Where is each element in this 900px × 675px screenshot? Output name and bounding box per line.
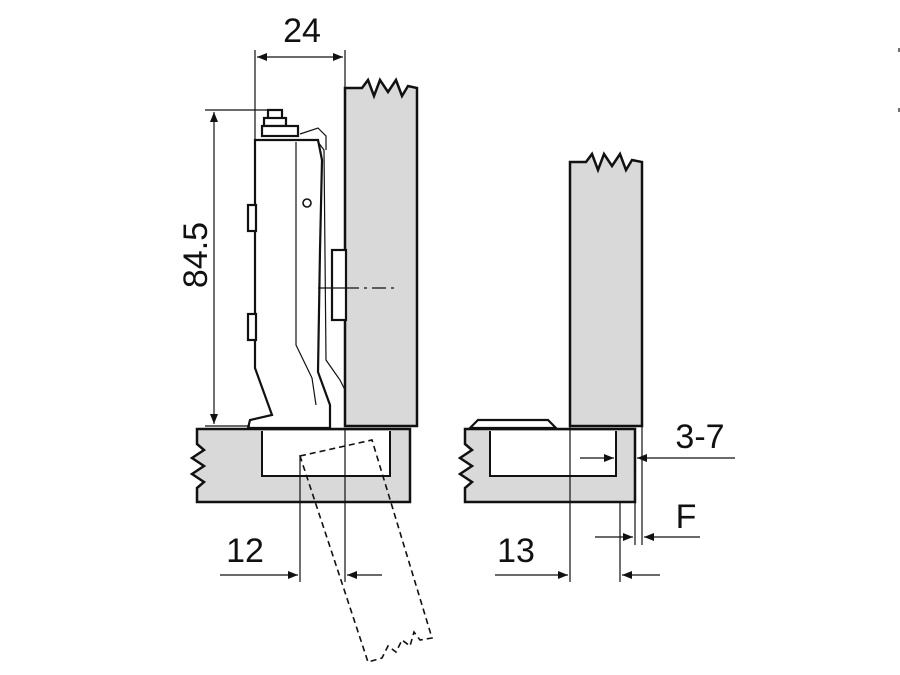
dim-12-label: 12 — [226, 532, 264, 570]
left-door-panel — [343, 77, 419, 428]
left-mounting-plate — [330, 248, 348, 322]
dim-f-label: F — [676, 498, 697, 536]
right-hinge-plate — [467, 418, 559, 430]
left-view: 24 84.5 12 — [177, 12, 434, 663]
dim-13-label: 13 — [497, 532, 535, 570]
left-door-open-dashed — [298, 439, 434, 663]
left-pivot-hole — [302, 198, 312, 208]
left-cup-pocket — [261, 431, 391, 477]
right-door-panel — [568, 151, 644, 428]
right-cup-pocket — [489, 431, 617, 477]
dim-84-5-label: 84.5 — [177, 222, 215, 288]
dim-24-label: 24 — [283, 12, 321, 50]
right-view: 3-7 F 13 — [457, 151, 735, 582]
dim-3-7-label: 3-7 — [675, 418, 724, 456]
left-hinge-arm — [246, 138, 332, 430]
